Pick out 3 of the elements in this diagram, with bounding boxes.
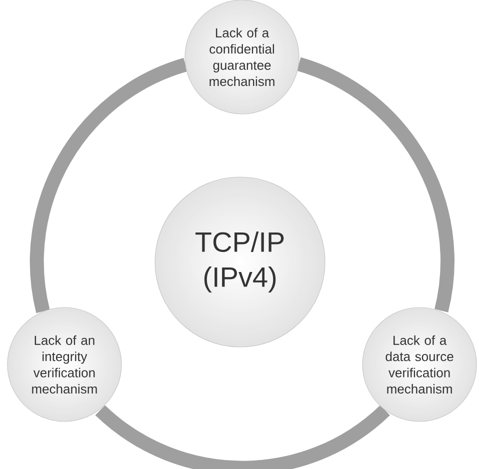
ring-arc (296, 57, 454, 312)
ring-arc (30, 58, 188, 313)
ring-arc (96, 404, 390, 469)
